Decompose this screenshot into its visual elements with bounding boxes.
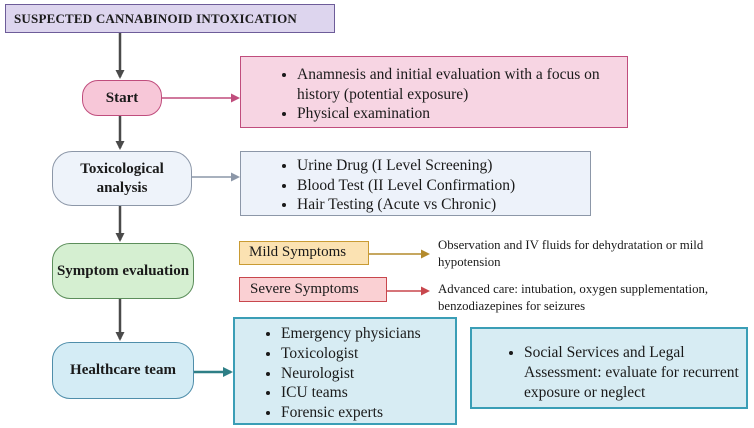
list-item: Social Services and Legal Assessment: ev… <box>524 343 740 402</box>
start-details-box: Anamnesis and initial evaluation with a … <box>240 56 628 128</box>
toxicological-analysis-node: Toxicological analysis <box>52 151 192 206</box>
diagram-title: SUSPECTED CANNABINOID INTOXICATION <box>5 4 335 33</box>
tox-node-line-2: analysis <box>96 179 148 196</box>
healthcare-team-node: Healthcare team <box>52 342 194 399</box>
list-item: Hair Testing (Acute vs Chronic) <box>297 195 582 215</box>
severe-symptoms-note: Advanced care: intubation, oxygen supple… <box>438 282 709 313</box>
list-item: Neurologist <box>281 364 449 384</box>
severe-symptoms-box: Severe Symptoms <box>239 277 387 302</box>
symptom-evaluation-node: Symptom evaluation <box>52 243 194 299</box>
list-item: Emergency physicians <box>281 324 449 344</box>
list-item: Toxicologist <box>281 344 449 364</box>
tox-node-line-1: Toxicological <box>80 160 164 177</box>
social-services-box: Social Services and Legal Assessment: ev… <box>470 327 748 409</box>
list-item: Anamnesis and initial evaluation with a … <box>297 65 619 104</box>
start-node: Start <box>82 80 162 116</box>
mild-symptoms-note: Observation and IV fluids for dehydratat… <box>438 238 704 269</box>
mild-symptoms-box: Mild Symptoms <box>239 241 369 265</box>
list-item: Urine Drug (I Level Screening) <box>297 156 582 176</box>
list-item: Blood Test (II Level Confirmation) <box>297 176 582 196</box>
toxicology-tests-box: Urine Drug (I Level Screening) Blood Tes… <box>240 151 591 216</box>
list-item: Physical examination <box>297 104 619 124</box>
list-item: ICU teams <box>281 383 449 403</box>
healthcare-team-list: Emergency physicians Toxicologist Neurol… <box>233 317 457 425</box>
list-item: Forensic experts <box>281 403 449 423</box>
